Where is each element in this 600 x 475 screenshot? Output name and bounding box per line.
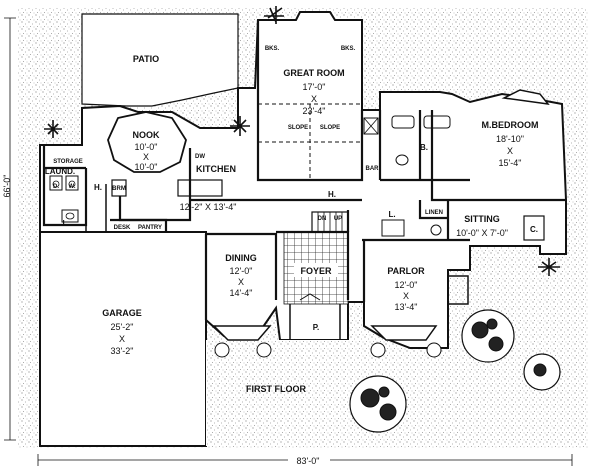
hall-left-label: H. [94, 183, 102, 192]
bath-label: B. [420, 143, 428, 152]
parlor-label: PARLOR [387, 266, 425, 276]
great-room-slope-right: SLOPE [320, 125, 340, 131]
master-bedroom-dim2: 15'-4" [499, 158, 522, 168]
great-room-x: X [311, 94, 317, 104]
overall-depth: 66'-0" [2, 175, 12, 198]
master-bedroom-x: X [507, 146, 513, 156]
great-room-slope-left: SLOPE [288, 125, 308, 131]
nook-x: X [143, 152, 149, 162]
closet-label: C. [530, 225, 538, 234]
linen-label: LINEN [425, 210, 443, 216]
star-plants [44, 6, 560, 276]
great-room-dim1: 17'-0" [303, 82, 326, 92]
foyer-label-bg [294, 263, 338, 277]
foyer-label: FOYER [300, 266, 332, 276]
hall-center-label: H. [328, 190, 336, 199]
garage-x: X [119, 334, 125, 344]
sitting-label: SITTING [464, 214, 500, 224]
kitchen-label: KITCHEN [196, 164, 236, 174]
washer-label: W. [69, 184, 76, 190]
stairs-up-label: UP [334, 216, 342, 222]
stairs-dn-label: DN [318, 216, 327, 222]
patio-label: PATIO [133, 54, 159, 64]
trees [214, 309, 561, 433]
master-bedroom-label: M.BEDROOM [482, 120, 539, 130]
nook-label: NOOK [133, 130, 161, 140]
great-room-label: GREAT ROOM [283, 68, 344, 78]
great-room-dim2: 23'-4" [303, 106, 326, 116]
great-room-bks-left: BKS. [265, 46, 280, 52]
lav-right-label: L. [388, 210, 395, 219]
shrub-right [523, 353, 561, 391]
tree-bottom [349, 375, 407, 433]
labels: PATIO BKS. BKS. GREAT ROOM 17'-0" X 23'-… [2, 46, 539, 466]
dimension-lines [4, 17, 573, 466]
sitting-dims: 10'-0" X 7'-0" [456, 228, 508, 238]
overall-width-bg [288, 454, 330, 466]
desk-label: DESK [114, 225, 131, 231]
dining-dim2: 14'-4" [230, 288, 253, 298]
overall-width: 83'-0" [297, 456, 320, 466]
parlor-x: X [403, 291, 409, 301]
dryer-label: D. [53, 184, 59, 190]
dining-dim1: 12'-0" [230, 266, 253, 276]
nook-dim2: 10'-0" [135, 162, 158, 172]
dining-x: X [238, 277, 244, 287]
garage-dim1: 25'-2" [111, 322, 134, 332]
great-room-bks-right: BKS. [341, 46, 356, 52]
bar-label: BAR [366, 166, 380, 172]
tree-right [461, 309, 515, 363]
brm-label: BRM [112, 186, 126, 192]
lav-left-label: L. [62, 219, 69, 228]
dw-label: DW [195, 154, 205, 160]
laundry-label: LAUND. [45, 167, 75, 176]
kitchen-dims: 12'-2" X 13'-4" [180, 202, 237, 212]
garage-label: GARAGE [102, 308, 142, 318]
pantry-label: PANTRY [138, 225, 162, 231]
shrubs-front [214, 342, 442, 358]
bay-windows [212, 89, 550, 341]
parlor-dim1: 12'-0" [395, 280, 418, 290]
master-bedroom-dim1: 18'-10" [496, 134, 524, 144]
dining-label: DINING [225, 253, 257, 263]
garage-dim2: 33'-2" [111, 346, 134, 356]
storage-label: STORAGE [53, 159, 83, 165]
patio [81, 13, 239, 107]
porch-label: P. [313, 323, 320, 332]
plan-title: FIRST FLOOR [246, 384, 306, 394]
parlor-dim2: 13'-4" [395, 302, 418, 312]
nook-dim1: 10'-0" [135, 142, 158, 152]
interior-walls [42, 20, 566, 340]
